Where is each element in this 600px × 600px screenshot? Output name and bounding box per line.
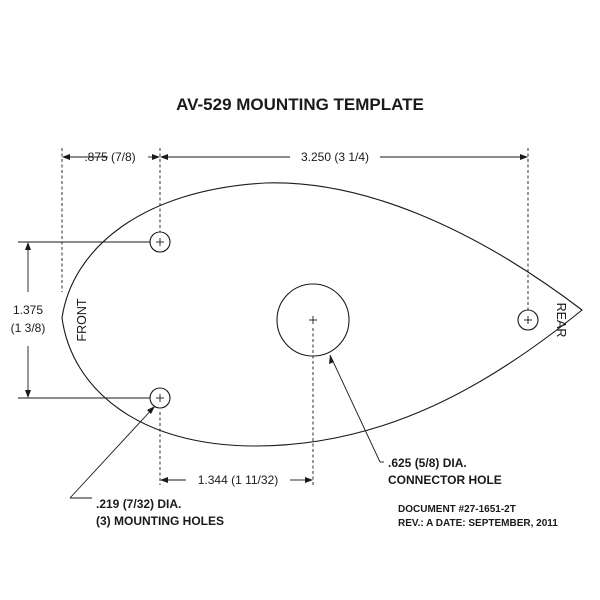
connector-note-line1: .625 (5/8) DIA. <box>388 456 467 470</box>
drawing-title: AV-529 MOUNTING TEMPLATE <box>176 95 424 114</box>
mounting-note-line1: .219 (7/32) DIA. <box>96 497 181 511</box>
mounting-hole-bottom <box>149 387 171 409</box>
connector-offset-dimension: 1.344 (1 11/32) <box>198 473 279 487</box>
overall-length-dimension: 3.250 (3 1/4) <box>301 150 369 164</box>
top-dimension-line <box>62 154 528 160</box>
mounting-hole-top <box>149 231 171 253</box>
mounting-holes-leader <box>69 405 156 499</box>
template-outline <box>61 182 583 447</box>
rear-label: REAR <box>554 303 568 338</box>
document-revision: REV.: A DATE: SEPTEMBER, 2011 <box>398 518 558 529</box>
front-label: FRONT <box>75 298 89 341</box>
hole-spacing-fraction: (1 3/8) <box>11 321 46 335</box>
hole-spacing-decimal: 1.375 <box>13 303 43 317</box>
hole-spacing-dimension-line <box>18 241 150 399</box>
connector-note-line2: CONNECTOR HOLE <box>388 473 502 487</box>
mounting-note-line2: (3) MOUNTING HOLES <box>96 514 224 528</box>
mounting-hole-rear <box>517 309 539 331</box>
connector-offset-dimension-line <box>159 328 314 485</box>
front-offset-dimension: .875 (7/8) <box>84 150 135 164</box>
connector-leader <box>329 354 384 463</box>
document-number: DOCUMENT #27-1651-2T <box>398 504 516 515</box>
